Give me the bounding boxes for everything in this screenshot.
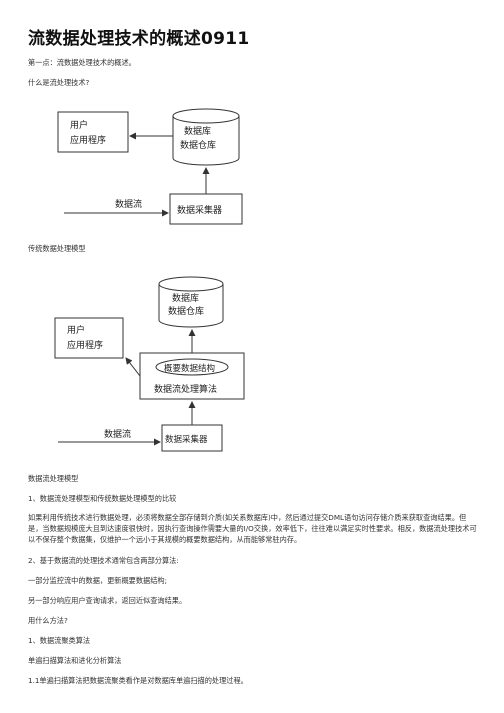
- page-title: 流数据处理技术的概述0911: [28, 29, 250, 49]
- collector-label-2: 数据采集器: [165, 434, 208, 445]
- collector-box: [169, 193, 243, 225]
- db-label: 数据库: [184, 125, 211, 137]
- single-pass-text: 1.1单遍扫描算法把数据流聚类看作是对数据库单遍扫描的处理过程。: [28, 676, 248, 685]
- summary-ellipse: [155, 358, 229, 376]
- collector-box-2: [161, 424, 223, 452]
- algorithms-text: 单遍扫描算法和进化分析算法: [28, 656, 122, 665]
- collector-label: 数据采集器: [177, 204, 222, 216]
- part-two-text: 另一部分响应用户查询请求，返回近似查询结果。: [28, 596, 187, 605]
- clustering-heading: 1、数据流聚类算法: [28, 636, 91, 645]
- algo-to-user-arrow: [125, 357, 141, 377]
- database-cylinder-2: [158, 276, 224, 328]
- caption-stream: 数据流处理模型: [28, 474, 79, 483]
- warehouse-label-2: 数据仓库: [168, 305, 204, 317]
- section-heading-1: 第一点：流数据处理技术的概述。: [28, 58, 136, 67]
- app-label-2: 应用程序: [67, 339, 103, 351]
- user-label: 用户: [70, 119, 88, 131]
- app-label: 应用程序: [70, 134, 106, 146]
- stream-model-diagram: 数据库 数据仓库 用户 应用程序 概要数据结构 数据流处理算法 数据采集器 数据…: [54, 276, 245, 452]
- summary-label: 概要数据结构: [164, 363, 215, 374]
- stream-label-2: 数据流: [104, 428, 131, 440]
- user-label-2: 用户: [67, 324, 85, 336]
- caption-traditional: 传统数据处理模型: [28, 244, 86, 253]
- comparison-heading: 1、数据流处理模型和传统数据处理模型的比较: [28, 494, 177, 503]
- two-parts-heading: 2、基于数据流的处理技术通常包含两部分算法:: [28, 556, 179, 565]
- user-app-box-2: [54, 317, 124, 359]
- stream-label: 数据流: [115, 198, 142, 210]
- db-label-2: 数据库: [172, 292, 199, 304]
- database-cylinder: [172, 108, 240, 166]
- question-heading: 什么是流处理技术?: [28, 78, 90, 87]
- method-question: 用什么方法?: [28, 616, 68, 625]
- comparison-paragraph: 如果利用传统技术进行数据处理，必须将数据全部存储到介质(如关系数据库)中，然后通…: [28, 513, 477, 544]
- user-app-box: [57, 111, 129, 153]
- algorithm-label: 数据流处理算法: [154, 383, 217, 395]
- part-one-text: 一部分监控流中的数据，更新概要数据结构;: [28, 576, 167, 585]
- warehouse-label: 数据仓库: [180, 139, 216, 151]
